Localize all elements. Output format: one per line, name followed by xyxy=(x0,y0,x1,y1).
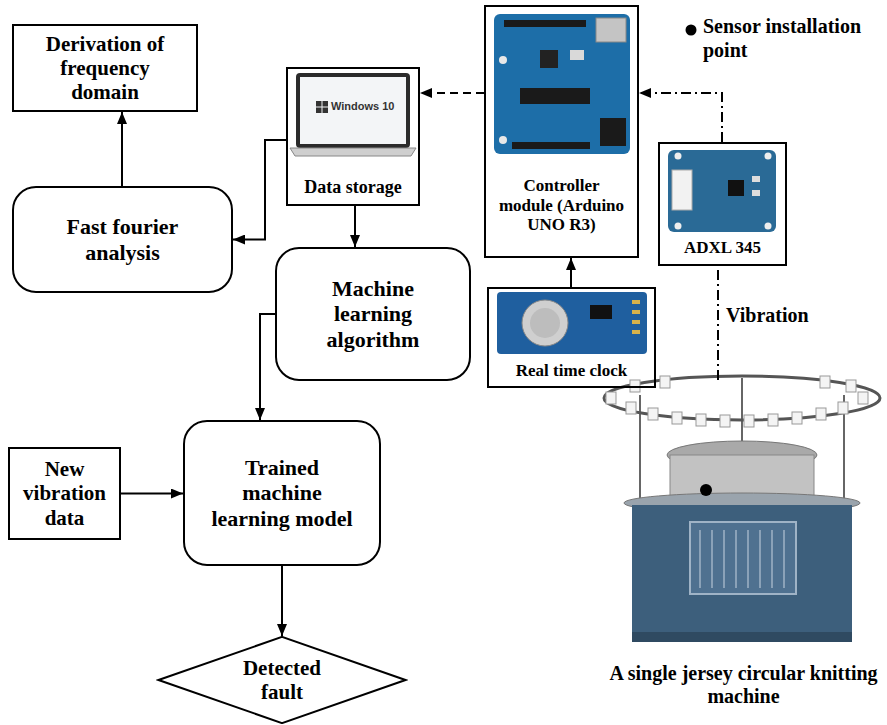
rtc-board xyxy=(497,292,647,354)
node-text: Derivation of frequency domain xyxy=(39,32,171,104)
sensor-box: ADXL 345 xyxy=(658,142,787,266)
connector-arrow xyxy=(260,314,275,420)
node-text: Trained machine learning model xyxy=(205,455,359,531)
node-text: Data storage xyxy=(304,177,401,198)
connector-arrow xyxy=(354,206,356,247)
node-text: Machine learning algorithm xyxy=(307,276,439,352)
node-text: ADXL 345 xyxy=(684,238,761,258)
connector-arrow xyxy=(121,112,123,186)
decision-diamond: Detected fault xyxy=(156,636,408,724)
node-text: New vibration data xyxy=(16,457,113,529)
input-box: New vibration data xyxy=(8,447,121,540)
edge-label: Vibration xyxy=(724,303,811,327)
callout-label: Sensor installation point xyxy=(703,14,865,62)
node-text: Fast fourier analysis xyxy=(49,214,196,265)
storage-box: Data storage xyxy=(286,67,420,206)
arduino-board xyxy=(494,14,630,154)
connector-arrow xyxy=(420,92,484,94)
clock-box: Real time clock xyxy=(487,287,656,388)
process-box: Fast fourier analysis xyxy=(12,186,233,293)
screen-text: Windows 10 xyxy=(331,100,405,113)
laptop-illustration xyxy=(290,73,416,156)
machine-figure: A single jersey circular knitting machin… xyxy=(600,362,887,724)
connector-arrow xyxy=(233,140,286,240)
connector-arrow xyxy=(717,266,719,380)
controller-box: Controller module (Arduino UNO R3) xyxy=(484,5,639,258)
output-box: Derivation of frequency domain xyxy=(12,24,198,112)
accelerometer-board xyxy=(668,150,776,232)
connector-arrow xyxy=(570,258,572,287)
process-box: Machine learning algorithm xyxy=(275,247,471,381)
node-text: Real time clock xyxy=(516,361,627,381)
node-text: A single jersey circular knitting machin… xyxy=(604,662,883,708)
connector-arrow xyxy=(121,493,183,495)
sensor-dot xyxy=(686,25,697,36)
node-text: Controller module (Arduino UNO R3) xyxy=(496,176,627,235)
knitting-machine xyxy=(604,376,880,642)
model-box: Trained machine learning model xyxy=(183,420,381,566)
connector-arrow xyxy=(639,93,722,142)
node-text: Detected fault xyxy=(226,656,338,704)
connector-arrow xyxy=(281,566,283,636)
